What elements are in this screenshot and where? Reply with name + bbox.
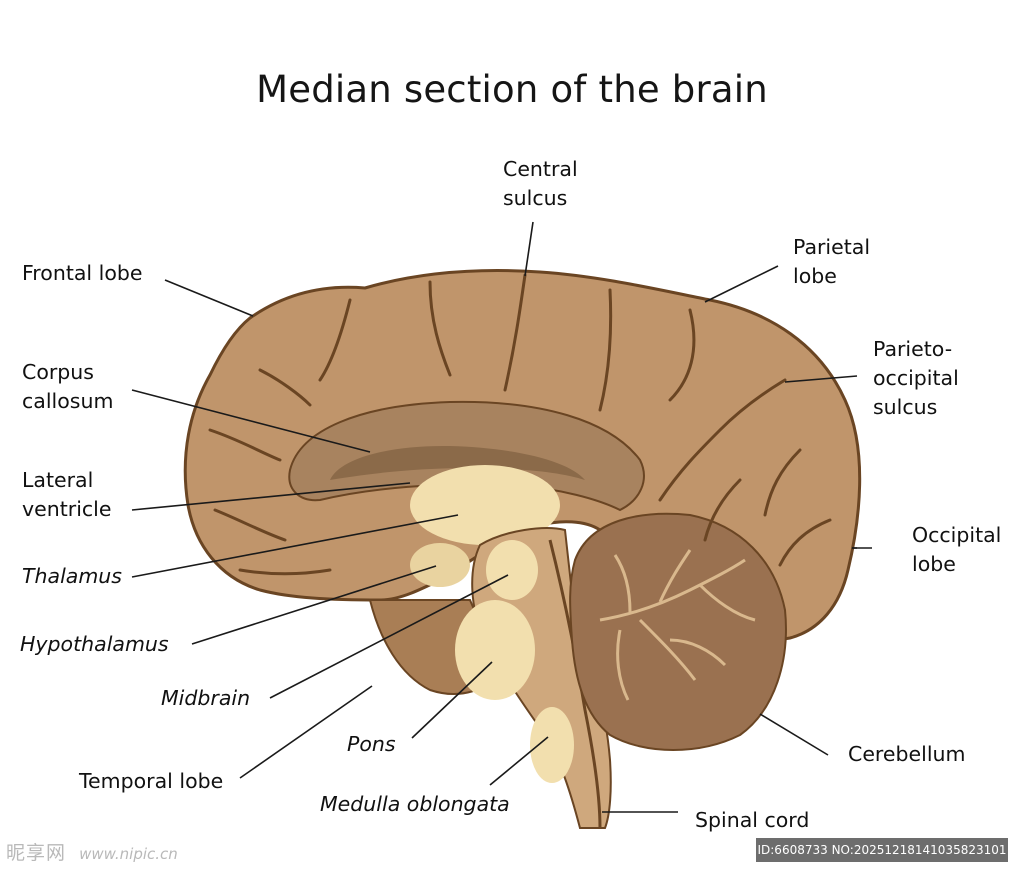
medulla-shape <box>530 707 574 783</box>
leader-lines <box>131 221 872 813</box>
hypothalamus-shape <box>410 543 470 587</box>
arbor-vitae <box>599 549 756 701</box>
label-pons: Pons <box>347 732 396 756</box>
label-lateral-ventricle: Lateral ventricle <box>22 468 112 521</box>
label-parieto-occipital-sulcus: Parieto- occipital sulcus <box>873 337 959 419</box>
label-temporal-lobe: Temporal lobe <box>79 769 224 793</box>
label-midbrain: Midbrain <box>161 686 251 710</box>
midbrain-shape <box>486 540 538 600</box>
watermark-image-id: ID:6608733 NO:20251218141035823101 <box>756 838 1008 862</box>
watermark-site-name: 昵享网 <box>6 842 67 864</box>
label-cerebellum: Cerebellum <box>848 742 966 766</box>
label-thalamus: Thalamus <box>22 564 122 588</box>
label-central-sulcus: Central sulcus <box>503 157 578 210</box>
label-spinal-cord: Spinal cord <box>695 808 810 832</box>
lateral-ventricle <box>330 445 585 480</box>
sulci <box>208 273 832 576</box>
label-hypothalamus: Hypothalamus <box>20 632 169 656</box>
watermark-site-url: www.nipic.cn <box>79 845 178 863</box>
thalamus-shape <box>410 465 560 545</box>
label-frontal-lobe: Frontal lobe <box>22 261 143 285</box>
spinal-cord-channel <box>548 539 602 829</box>
watermark-site: 昵享网 www.nipic.cn <box>6 838 178 865</box>
label-medulla-oblongata: Medulla oblongata <box>320 792 510 816</box>
diagram-title: Median section of the brain <box>256 68 768 111</box>
cerebellum-shape <box>569 512 787 751</box>
pons-shape <box>455 600 535 700</box>
label-corpus-callosum: Corpus callosum <box>22 360 114 413</box>
label-parietal-lobe: Parietal lobe <box>793 235 871 288</box>
label-occipital-lobe: Occipital lobe <box>912 523 1002 576</box>
